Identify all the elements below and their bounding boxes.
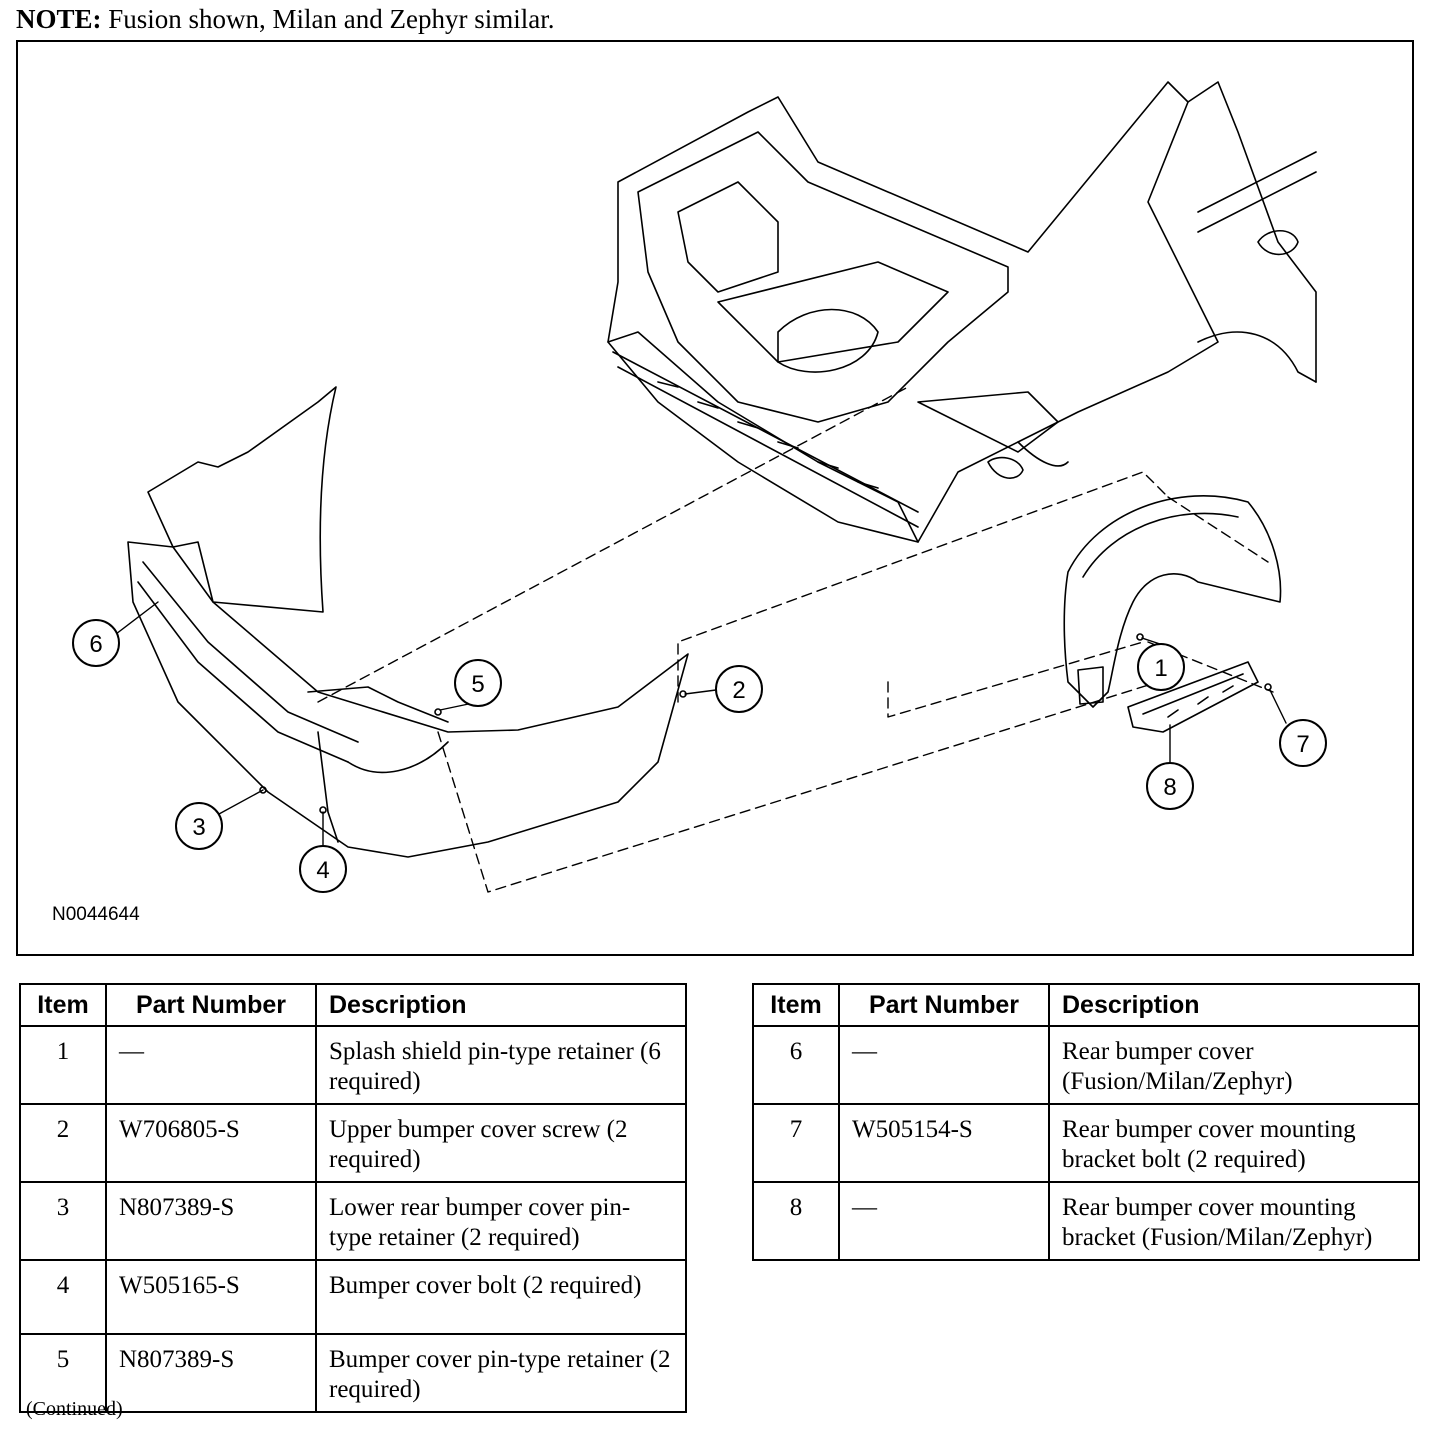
row-description: Bumper cover pin-type retainer (2 requir… bbox=[315, 1333, 687, 1413]
header-part-number: Part Number bbox=[105, 983, 317, 1027]
table-header-row: Item Part Number Description bbox=[19, 983, 687, 1027]
callout-4: 4 bbox=[299, 845, 347, 893]
note-text: Fusion shown, Milan and Zephyr similar. bbox=[101, 4, 555, 34]
row-part-number: W505165-S bbox=[105, 1259, 317, 1335]
callout-6-label: 6 bbox=[89, 631, 102, 658]
row-item: 5 bbox=[19, 1333, 107, 1413]
header-part-number: Part Number bbox=[838, 983, 1050, 1027]
callout-6: 6 bbox=[72, 619, 120, 667]
callout-leaders bbox=[115, 601, 1287, 850]
header-description: Description bbox=[1048, 983, 1420, 1027]
row-description: Lower rear bumper cover pin-type retaine… bbox=[315, 1181, 687, 1261]
callout-5: 5 bbox=[454, 659, 502, 707]
row-part-number: — bbox=[838, 1181, 1050, 1261]
callout-8-label: 8 bbox=[1163, 774, 1176, 801]
table-row: 8 — Rear bumper cover mounting bracket (… bbox=[752, 1181, 1420, 1261]
vehicle-body bbox=[607, 81, 1317, 543]
callout-1-label: 1 bbox=[1154, 655, 1167, 682]
row-item: 7 bbox=[752, 1103, 840, 1183]
row-description: Rear bumper cover mounting bracket (Fusi… bbox=[1048, 1181, 1420, 1261]
row-part-number: W505154-S bbox=[838, 1103, 1050, 1183]
row-description: Upper bumper cover screw (2 required) bbox=[315, 1103, 687, 1183]
callout-3: 3 bbox=[175, 802, 223, 850]
row-item: 2 bbox=[19, 1103, 107, 1183]
row-item: 4 bbox=[19, 1259, 107, 1335]
row-description: Splash shield pin-type retainer (6 requi… bbox=[315, 1025, 687, 1105]
header-item: Item bbox=[752, 983, 840, 1027]
exploded-view-figure: 6 5 2 1 7 8 3 4 N0044644 bbox=[16, 40, 1414, 956]
callout-5-label: 5 bbox=[471, 671, 484, 698]
row-part-number: — bbox=[105, 1025, 317, 1105]
bumper-diagram: 6 5 2 1 7 8 3 4 bbox=[72, 81, 1327, 893]
callout-4-label: 4 bbox=[316, 857, 329, 884]
row-part-number: W706805-S bbox=[105, 1103, 317, 1183]
callouts: 6 5 2 1 7 8 3 4 bbox=[72, 619, 1327, 893]
parts-table-right: Item Part Number Description 6 — Rear bu… bbox=[752, 983, 1420, 1261]
table-row: 6 — Rear bumper cover (Fusion/Milan/Zeph… bbox=[752, 1025, 1420, 1105]
table-row: 2 W706805-S Upper bumper cover screw (2 … bbox=[19, 1103, 687, 1183]
callout-7: 7 bbox=[1279, 719, 1327, 767]
callout-7-label: 7 bbox=[1296, 731, 1309, 758]
row-item: 6 bbox=[752, 1025, 840, 1105]
parts-table-left: Item Part Number Description 1 — Splash … bbox=[19, 983, 687, 1413]
row-part-number: N807389-S bbox=[105, 1181, 317, 1261]
table-row: 4 W505165-S Bumper cover bolt (2 require… bbox=[19, 1259, 687, 1335]
table-header-row: Item Part Number Description bbox=[752, 983, 1420, 1027]
figure-id: N0044644 bbox=[52, 904, 140, 925]
table-row: 1 — Splash shield pin-type retainer (6 r… bbox=[19, 1025, 687, 1105]
splash-shield bbox=[1063, 495, 1282, 708]
note: NOTE: Fusion shown, Milan and Zephyr sim… bbox=[16, 4, 555, 35]
table-row: 3 N807389-S Lower rear bumper cover pin-… bbox=[19, 1181, 687, 1261]
callout-8: 8 bbox=[1146, 762, 1194, 810]
row-part-number: N807389-S bbox=[105, 1333, 317, 1413]
row-part-number: — bbox=[838, 1025, 1050, 1105]
continued-note: (Continued) bbox=[26, 1398, 123, 1420]
row-item: 8 bbox=[752, 1181, 840, 1261]
header-item: Item bbox=[19, 983, 107, 1027]
row-description: Rear bumper cover mounting bracket bolt … bbox=[1048, 1103, 1420, 1183]
callout-1: 1 bbox=[1137, 643, 1185, 691]
note-label: NOTE: bbox=[16, 4, 102, 34]
bumper-cover bbox=[127, 386, 689, 858]
row-description: Rear bumper cover (Fusion/Milan/Zephyr) bbox=[1048, 1025, 1420, 1105]
table-row: 7 W505154-S Rear bumper cover mounting b… bbox=[752, 1103, 1420, 1183]
mounting-bracket bbox=[1127, 661, 1259, 733]
row-description: Bumper cover bolt (2 required) bbox=[315, 1259, 687, 1335]
callout-2: 2 bbox=[715, 665, 763, 713]
header-description: Description bbox=[315, 983, 687, 1027]
leader-lines bbox=[317, 386, 1274, 893]
row-item: 1 bbox=[19, 1025, 107, 1105]
table-row: 5 N807389-S Bumper cover pin-type retain… bbox=[19, 1333, 687, 1413]
row-item: 3 bbox=[19, 1181, 107, 1261]
callout-2-label: 2 bbox=[732, 677, 745, 704]
fasteners bbox=[259, 633, 1272, 814]
callout-3-label: 3 bbox=[192, 814, 205, 841]
